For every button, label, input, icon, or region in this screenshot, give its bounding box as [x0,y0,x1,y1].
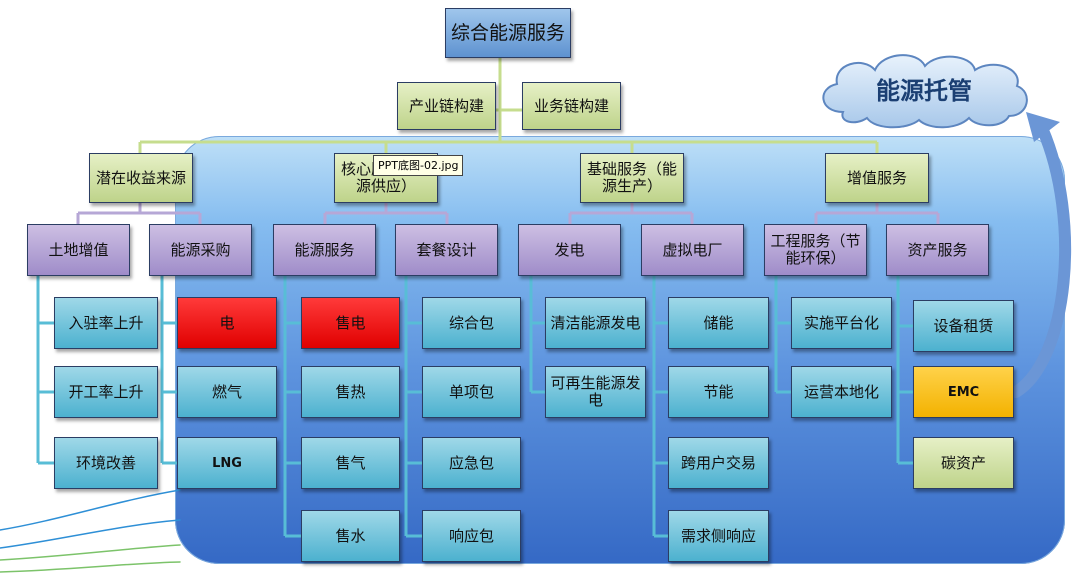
procure-item-gas: 燃气 [177,366,277,418]
virtual-plant-item: 跨用户交易 [668,437,769,489]
virtual-plant-item: 储能 [668,297,769,349]
cloud-label: 能源托管 [876,76,972,105]
energy-service-item: 售水 [301,510,400,562]
engineering-item: 实施平台化 [791,297,892,349]
image-tooltip: PPT底图-02.jpg [373,155,464,176]
asset-item-emc: EMC [913,366,1014,418]
sub-package: 套餐设计 [395,224,498,276]
branch-potential: 潜在收益来源 [89,153,193,203]
sub-procure: 能源采购 [149,224,252,276]
virtual-plant-item: 需求侧响应 [668,510,769,562]
procure-item-lng: LNG [177,437,277,489]
sub-energy-service: 能源服务 [273,224,376,276]
asset-item: 设备租赁 [913,300,1014,352]
power-gen-item: 可再生能源发电 [545,366,646,418]
package-item: 综合包 [422,297,521,349]
sub-power-gen: 发电 [518,224,621,276]
package-item: 响应包 [422,510,521,562]
branch-value: 增值服务 [825,153,929,203]
chain-box-industry: 产业链构建 [397,82,496,130]
power-gen-item: 清洁能源发电 [545,297,646,349]
energy-service-item: 售电 [301,297,400,349]
land-item: 环境改善 [54,437,158,489]
package-item: 单项包 [422,366,521,418]
engineering-item: 运营本地化 [791,366,892,418]
land-item: 入驻率上升 [54,297,158,349]
asset-item-carbon: 碳资产 [913,437,1014,489]
sub-virtual-plant: 虚拟电厂 [641,224,744,276]
land-item: 开工率上升 [54,366,158,418]
chain-box-business: 业务链构建 [522,82,621,130]
branch-base: 基础服务（能源生产） [580,153,684,203]
package-item: 应急包 [422,437,521,489]
energy-service-item: 售气 [301,437,400,489]
procure-item-electricity: 电 [177,297,277,349]
sub-land: 土地增值 [27,224,130,276]
cloud-shape [822,54,1028,129]
energy-service-item: 售热 [301,366,400,418]
title-box: 综合能源服务 [445,8,571,58]
sub-asset: 资产服务 [886,224,989,276]
virtual-plant-item: 节能 [668,366,769,418]
sub-engineering: 工程服务（节能环保） [764,224,867,276]
